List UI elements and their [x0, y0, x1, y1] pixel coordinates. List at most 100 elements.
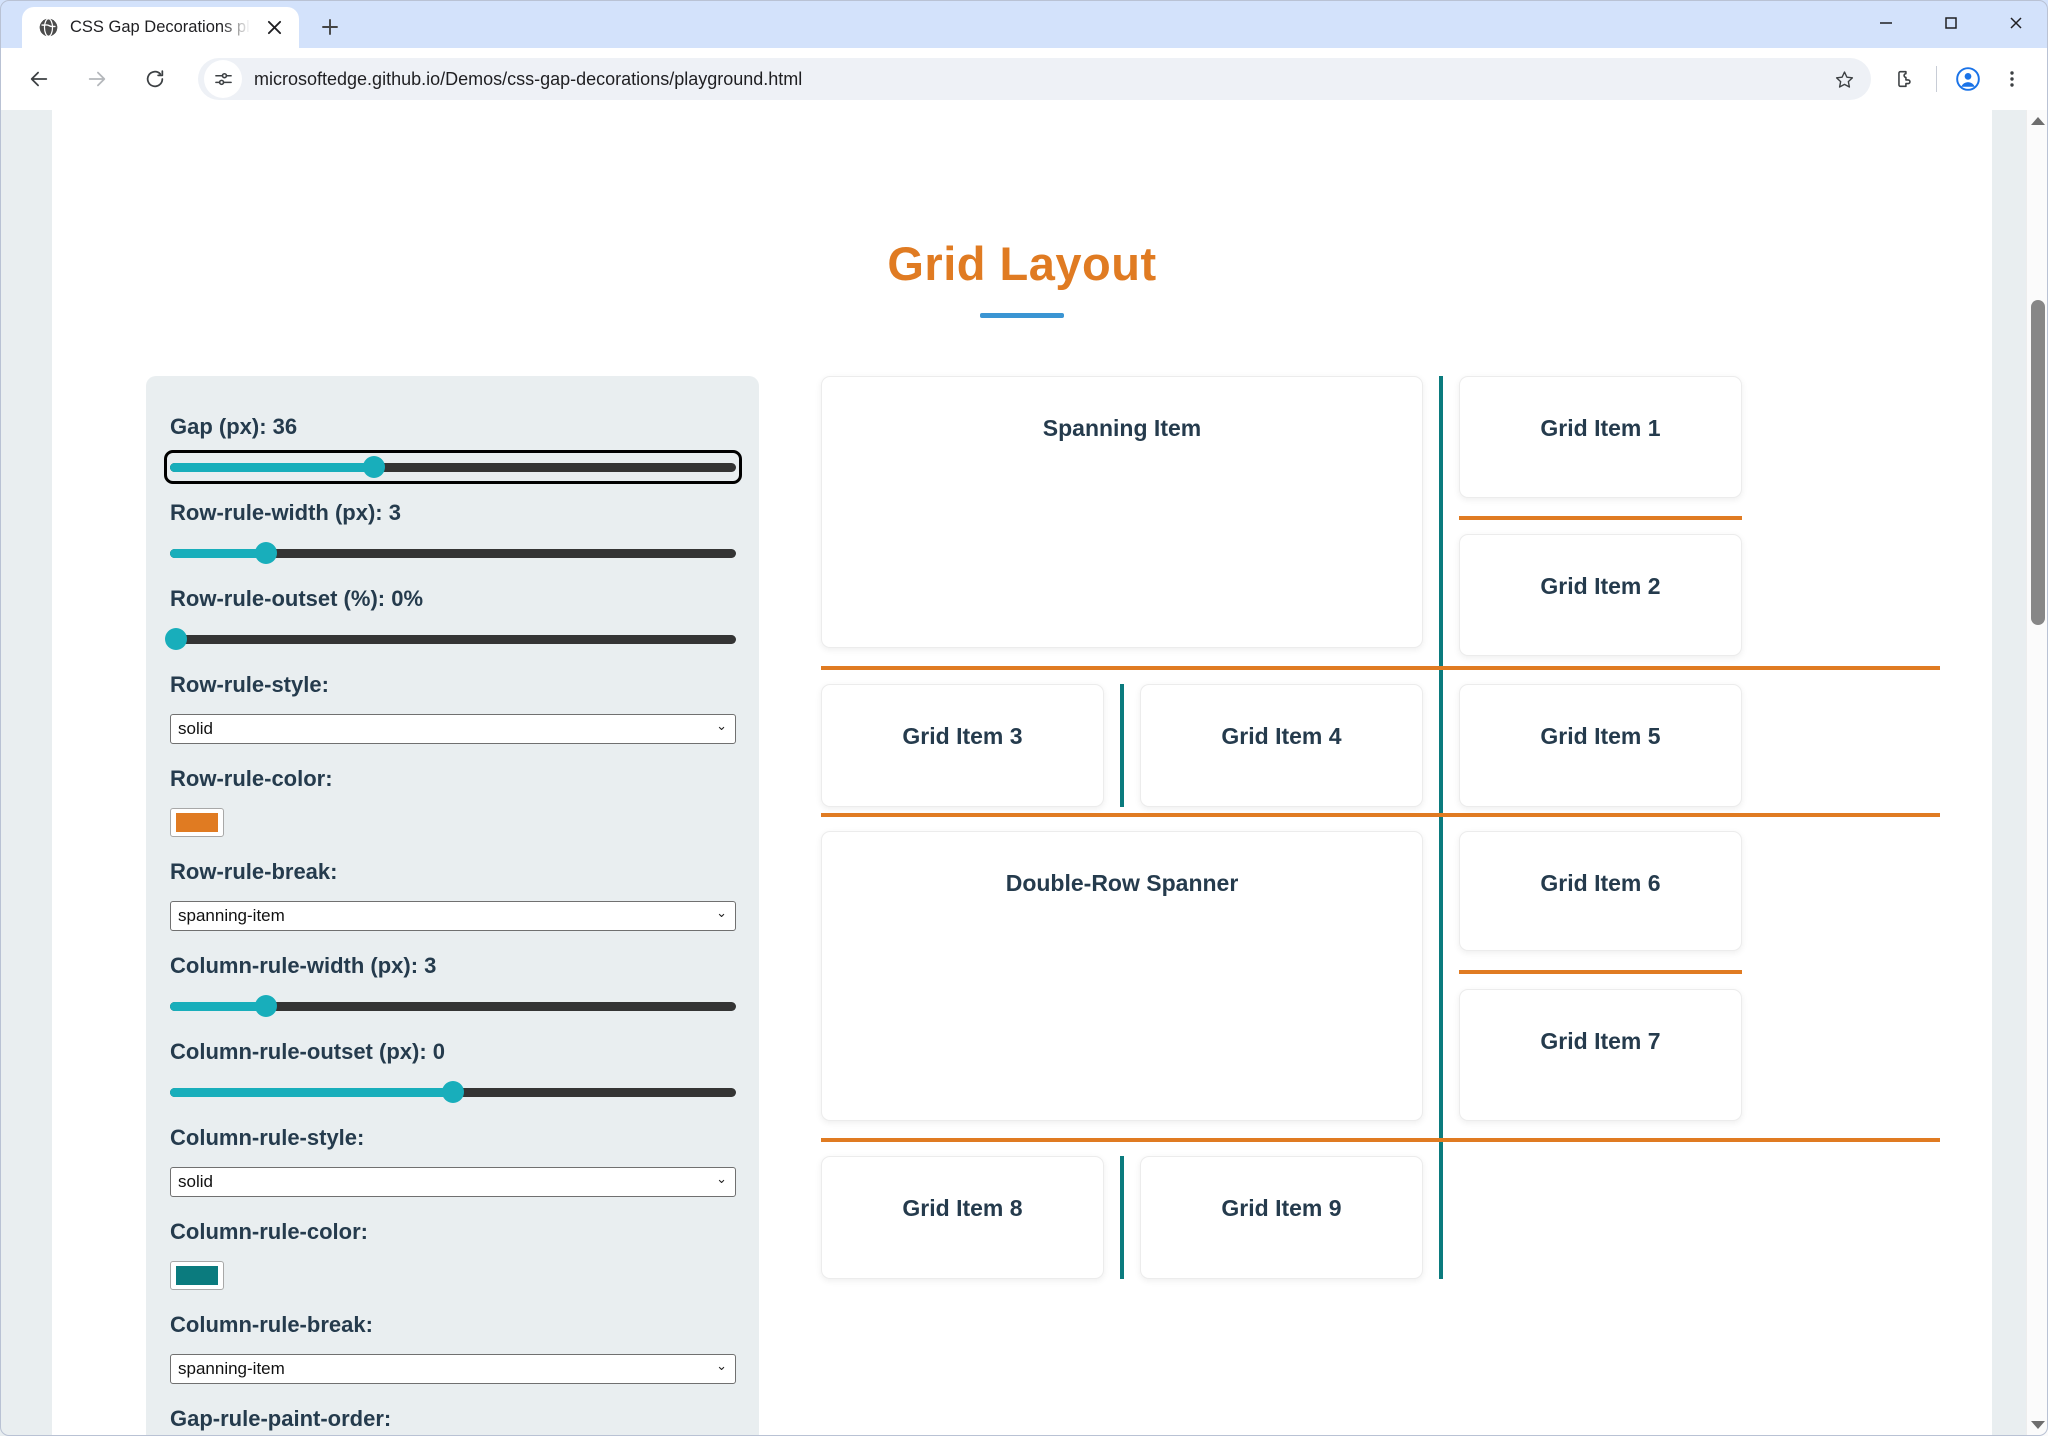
control-group-gap-rule-paint-order: Gap-rule-paint-order:row-over-column⌄: [170, 1406, 737, 1436]
window-controls: [1853, 0, 2048, 46]
chevron-down-icon[interactable]: ⌄: [716, 717, 727, 733]
control-group-gap: Gap (px): 36: [164, 414, 742, 484]
browser-tab[interactable]: CSS Gap Decorations playground: [22, 7, 299, 48]
site-settings-icon[interactable]: [204, 60, 242, 98]
extensions-puzzle-icon[interactable]: [1883, 57, 1927, 101]
chevron-down-icon[interactable]: ⌄: [716, 1357, 727, 1373]
slider-track: [170, 462, 736, 472]
select-column-rule-style[interactable]: solid⌄: [170, 1167, 736, 1197]
chevron-down-icon[interactable]: ⌄: [716, 904, 727, 920]
back-button[interactable]: [15, 55, 63, 103]
select-value: spanning-item: [178, 1359, 285, 1378]
page-scrollbar[interactable]: [2026, 110, 2048, 1436]
scroll-down-arrow-icon[interactable]: [2027, 1414, 2048, 1436]
grid-item: Grid Item 5: [1459, 684, 1742, 807]
grid-item-label: Double-Row Spanner: [1005, 870, 1239, 896]
grid-item: Double-Row Spanner: [821, 831, 1423, 1121]
slider-fill: [170, 1001, 267, 1011]
color-swatch-column-rule-color[interactable]: [170, 1261, 224, 1290]
grid-item-label: Grid Item 8: [902, 1195, 1023, 1221]
close-window-button[interactable]: [1983, 0, 2048, 46]
label-row-rule-break: Row-rule-break:: [170, 859, 338, 884]
slider-thumb[interactable]: [255, 995, 278, 1017]
grid-item: Grid Item 3: [821, 684, 1104, 807]
row-rule: [1459, 970, 1742, 974]
slider-fill: [170, 548, 267, 558]
color-swatch-row-rule-color[interactable]: [170, 808, 224, 837]
grid-item-label: Grid Item 1: [1540, 415, 1661, 441]
control-group-column-rule-style: Column-rule-style:solid⌄: [170, 1125, 737, 1197]
scrollbar-thumb[interactable]: [2031, 300, 2045, 625]
more-vertical-icon[interactable]: [1990, 57, 2034, 101]
scroll-up-arrow-icon[interactable]: [2027, 110, 2048, 132]
close-icon[interactable]: [261, 15, 287, 41]
select-value: solid: [178, 719, 213, 738]
grid-item: Grid Item 1: [1459, 376, 1742, 498]
title-underline: [980, 313, 1064, 318]
column-rule: [1439, 376, 1443, 1279]
slider-row-rule-width[interactable]: [170, 542, 736, 564]
label-row-rule-outset: Row-rule-outset (%): 0%: [170, 586, 423, 611]
label-gap: Gap (px): 36: [170, 414, 298, 439]
column-rule: [1120, 1156, 1124, 1279]
grid-item: Grid Item 4: [1140, 684, 1423, 807]
grid-item: Grid Item 8: [821, 1156, 1104, 1279]
control-group-row-rule-style: Row-rule-style: solid ⌄: [170, 672, 737, 744]
grid-item-label: Spanning Item: [1042, 415, 1202, 441]
control-group-column-rule-break: Column-rule-break: spanning-item ⌄: [170, 1312, 737, 1384]
column-rule: [1120, 684, 1124, 807]
label-gap-rule-paint-order: Gap-rule-paint-order:: [170, 1406, 392, 1431]
slider-thumb[interactable]: [362, 456, 385, 478]
row-rule: [1459, 516, 1742, 520]
select-column-rule-break[interactable]: spanning-item ⌄: [170, 1354, 736, 1384]
grid-item-label: Grid Item 6: [1540, 870, 1661, 896]
select-value: spanning-item: [178, 906, 285, 925]
slider-thumb[interactable]: [164, 628, 187, 650]
slider-thumb[interactable]: [442, 1081, 464, 1103]
grid-item-label: Grid Item 3: [902, 723, 1023, 749]
label-column-rule-width: Column-rule-width (px): 3: [170, 953, 437, 978]
minimize-button[interactable]: [1853, 0, 1918, 46]
grid-item-label: Grid Item 2: [1540, 573, 1661, 599]
globe-icon: [38, 17, 59, 38]
label-column-rule-color: Column-rule-color:: [170, 1219, 368, 1244]
bookmark-star-icon[interactable]: [1825, 60, 1863, 98]
toolbar-divider: [1936, 66, 1937, 92]
label-column-rule-break: Column-rule-break:: [170, 1312, 373, 1337]
label-row-rule-style: Row-rule-style:: [170, 672, 329, 697]
profile-avatar-icon[interactable]: [1946, 57, 1990, 101]
slider-column-rule-outset[interactable]: [170, 1081, 736, 1103]
forward-button[interactable]: [73, 55, 121, 103]
control-group-column-rule-width: Column-rule-width (px): 3: [170, 953, 737, 1017]
row-rule: [821, 666, 1940, 670]
grid-item-label: Grid Item 7: [1540, 1028, 1661, 1054]
reload-button[interactable]: [131, 55, 179, 103]
grid-demo: Spanning Item Grid Item 1 Grid Item 2 Grid …: [821, 376, 1940, 1279]
chevron-down-icon[interactable]: ⌄: [716, 1170, 727, 1186]
page-title: Grid Layout: [887, 237, 1157, 290]
tab-strip: CSS Gap Decorations playground: [0, 0, 350, 48]
slider-row-rule-outset[interactable]: [164, 628, 736, 650]
grid-item-label: Grid Item 4: [1221, 723, 1342, 749]
slider-fill: [170, 462, 374, 472]
label-row-rule-color: Row-rule-color:: [170, 766, 333, 791]
slider-fill: [170, 1087, 453, 1097]
slider-column-rule-width[interactable]: [170, 995, 736, 1017]
maximize-button[interactable]: [1918, 0, 1983, 46]
select-row-rule-break[interactable]: spanning-item ⌄: [170, 901, 736, 931]
address-bar[interactable]: microsoftedge.github.io/Demos/css-gap-de…: [198, 58, 1871, 100]
grid-item: Grid Item 7: [1459, 989, 1742, 1121]
grid-item-label: Grid Item 9: [1221, 1195, 1342, 1221]
new-tab-button[interactable]: [310, 7, 350, 47]
slider-gap[interactable]: [164, 450, 742, 484]
slider-track: [170, 548, 736, 558]
control-group-column-rule-outset: Column-rule-outset (px): 0: [170, 1039, 737, 1103]
select-row-rule-style[interactable]: solid ⌄: [170, 714, 736, 744]
row-rule: [821, 1138, 1940, 1142]
grid-item: Spanning Item: [821, 376, 1423, 648]
slider-thumb[interactable]: [255, 542, 278, 564]
